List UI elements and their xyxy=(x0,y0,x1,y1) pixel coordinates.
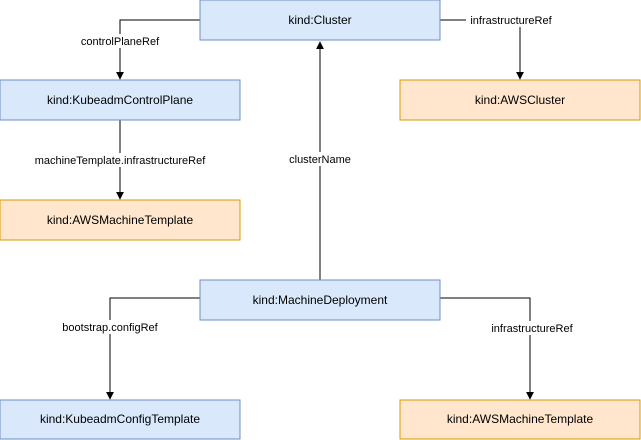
edge-label-cluster-name-text: clusterName xyxy=(289,154,351,166)
edge-cluster-infrastructure-ref xyxy=(440,19,524,80)
edge-label-control-plane-ref: controlPlaneRef xyxy=(78,34,162,48)
edge-label-cluster-infrastructure-ref: infrastructureRef xyxy=(466,13,556,27)
node-md-aws-machine-template[interactable]: kind:AWSMachineTemplate xyxy=(399,399,641,440)
node-cp-aws-machine-template[interactable]: kind:AWSMachineTemplate xyxy=(0,199,241,241)
edge-label-md-infrastructure-ref-text: infrastructureRef xyxy=(491,323,573,335)
node-kubeadm-control-plane-label: kind:KubeadmControlPlane xyxy=(47,93,193,107)
node-kubeadm-config-template-label: kind:KubeadmConfigTemplate xyxy=(40,412,200,426)
edge-bootstrap-config-ref xyxy=(106,297,200,400)
node-kubeadm-control-plane[interactable]: kind:KubeadmControlPlane xyxy=(0,79,241,121)
node-cluster-label: kind:Cluster xyxy=(288,13,351,27)
edge-md-infrastructure-ref xyxy=(440,297,534,400)
edge-label-control-plane-ref-text: controlPlaneRef xyxy=(81,36,160,48)
edge-label-machine-template-infrastructure-ref-text: machineTemplate.infrastructureRef xyxy=(35,155,207,167)
edge-label-cluster-name: clusterName xyxy=(288,152,352,166)
node-aws-cluster[interactable]: kind:AWSCluster xyxy=(399,79,641,121)
edge-label-machine-template-infrastructure-ref: machineTemplate.infrastructureRef xyxy=(32,153,208,167)
node-machine-deployment-label: kind:MachineDeployment xyxy=(253,293,388,307)
node-md-aws-machine-template-label: kind:AWSMachineTemplate xyxy=(447,412,594,426)
edge-label-bootstrap-config-ref-text: bootstrap.configRef xyxy=(62,322,158,334)
node-machine-deployment[interactable]: kind:MachineDeployment xyxy=(199,279,441,321)
node-cp-aws-machine-template-label: kind:AWSMachineTemplate xyxy=(47,213,194,227)
edge-label-cluster-infrastructure-ref-text: infrastructureRef xyxy=(470,15,552,27)
edge-label-md-infrastructure-ref: infrastructureRef xyxy=(488,321,576,335)
edge-label-bootstrap-config-ref: bootstrap.configRef xyxy=(56,320,164,334)
node-aws-cluster-label: kind:AWSCluster xyxy=(475,93,565,107)
node-cluster[interactable]: kind:Cluster xyxy=(199,0,441,41)
node-kubeadm-config-template[interactable]: kind:KubeadmConfigTemplate xyxy=(0,399,241,440)
edge-control-plane-ref xyxy=(116,19,200,80)
